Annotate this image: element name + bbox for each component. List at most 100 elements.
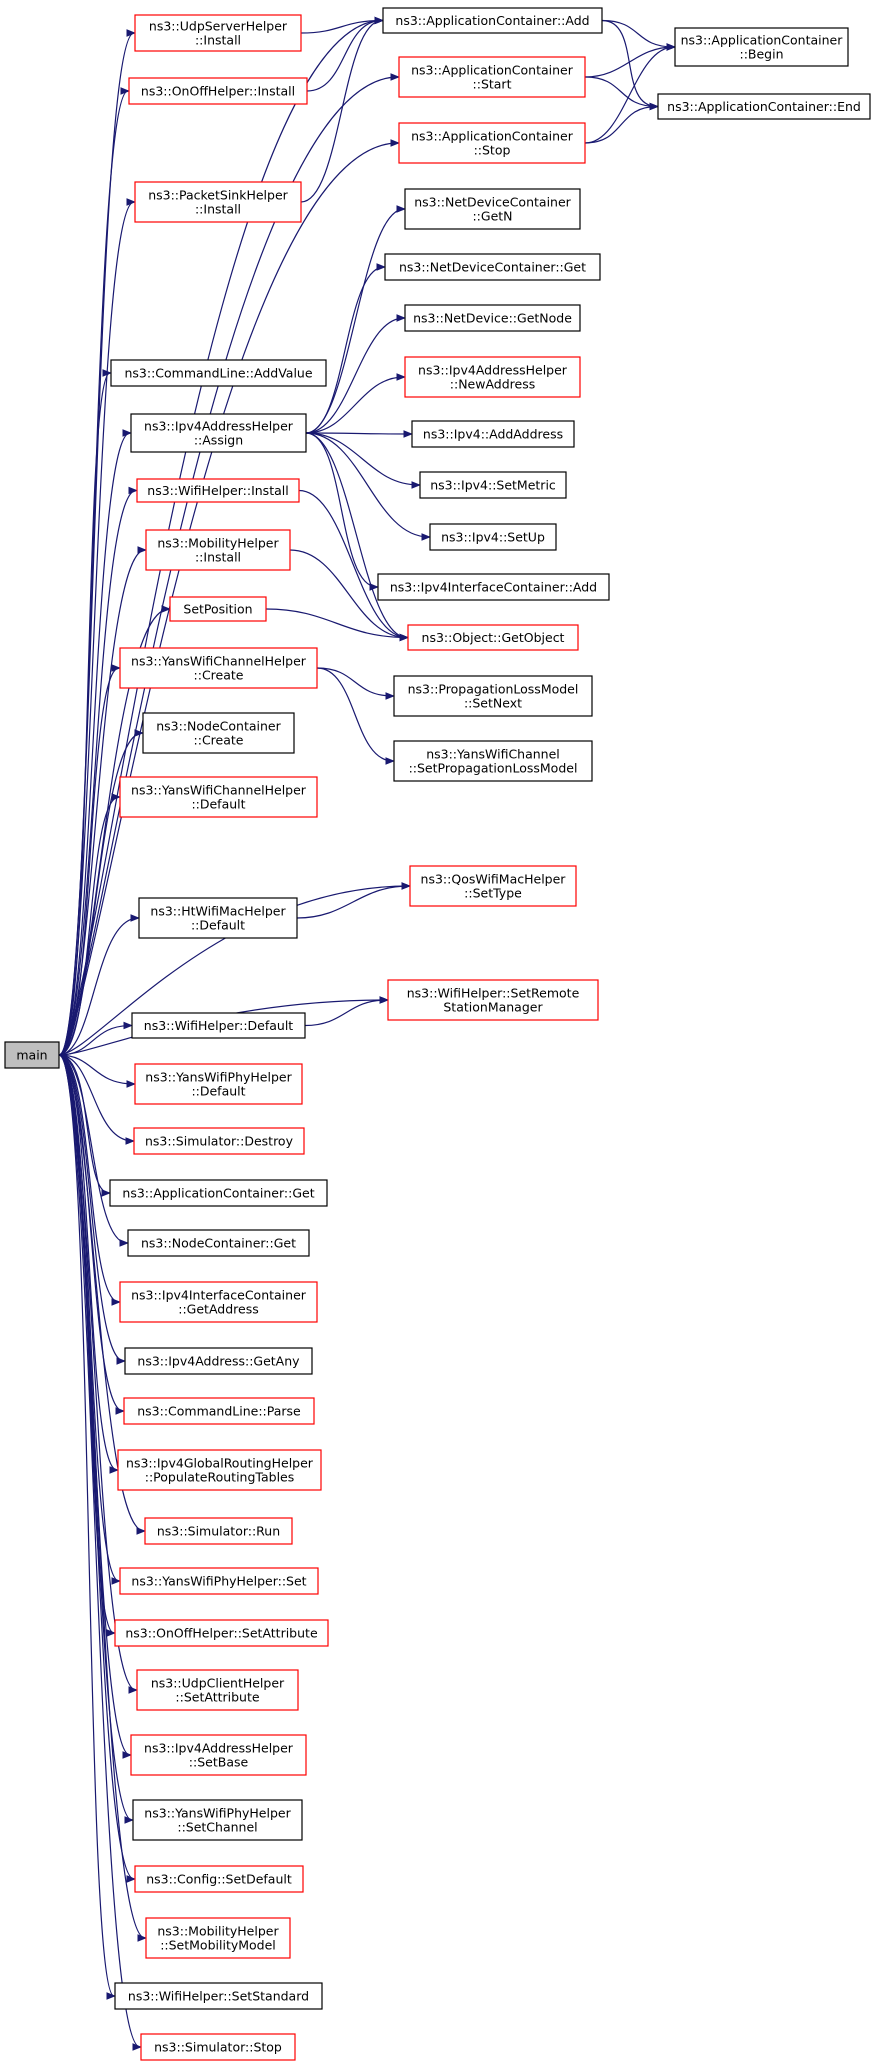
node-label-ipv4grh_populate-line-1: ::PopulateRoutingTables xyxy=(145,1470,295,1485)
node-packetsink_install[interactable]: ns3::PacketSinkHelper::Install xyxy=(134,181,302,223)
node-box-mobility_setmodel xyxy=(145,1917,291,1959)
node-config_setdefault[interactable]: ns3::Config::SetDefault xyxy=(134,1865,304,1893)
node-wifihelper_setstandard[interactable]: ns3::WifiHelper::SetStandard xyxy=(114,1982,323,2010)
node-netdevcont_getn[interactable]: ns3::NetDeviceContainer::GetN xyxy=(404,188,581,230)
node-qosmac_settype[interactable]: ns3::QosWifiMacHelper::SetType xyxy=(409,865,577,907)
node-label-ipv4ic_getaddress-line-1: ::GetAddress xyxy=(178,1302,258,1317)
node-label-mobility_install-line-0: ns3::MobilityHelper xyxy=(157,536,279,551)
node-box-wifihelper_install xyxy=(136,478,300,503)
call-edge-main-to-mobility_install xyxy=(58,550,145,1056)
node-label-sim_stop-line-0: ns3::Simulator::Stop xyxy=(154,2040,282,2055)
node-netdev_getnode[interactable]: ns3::NetDevice::GetNode xyxy=(404,304,581,332)
node-yansphy_setchannel[interactable]: ns3::YansWifiPhyHelper::SetChannel xyxy=(132,1799,303,1841)
node-ipv4addr_newaddress[interactable]: ns3::Ipv4AddressHelper::NewAddress xyxy=(404,356,581,398)
node-udpserver_install[interactable]: ns3::UdpServerHelper::Install xyxy=(134,14,302,52)
node-sim_destroy[interactable]: ns3::Simulator::Destroy xyxy=(133,1127,305,1155)
node-box-htmac_default xyxy=(138,897,298,939)
node-wifihelper_install[interactable]: ns3::WifiHelper::Install xyxy=(136,478,300,503)
node-mobility_setmodel[interactable]: ns3::MobilityHelper::SetMobilityModel xyxy=(145,1917,291,1959)
node-box-config_setdefault xyxy=(134,1865,304,1893)
node-yanschan_create[interactable]: ns3::YansWifiChannelHelper::Create xyxy=(119,647,318,689)
node-appcont_start[interactable]: ns3::ApplicationContainer::Start xyxy=(398,56,586,98)
node-netdevcont_get[interactable]: ns3::NetDeviceContainer::Get xyxy=(384,253,601,281)
call-edge-appcont_stop-to-appcont_begin xyxy=(584,47,674,144)
node-ipv4_addaddress[interactable]: ns3::Ipv4::AddAddress xyxy=(411,420,575,448)
node-label-setposition-line-0: SetPosition xyxy=(183,602,252,617)
call-edge-main-to-ipv4ic_getaddress xyxy=(58,1054,119,1302)
node-label-yanschan_default-line-0: ns3::YansWifiChannelHelper xyxy=(131,783,307,798)
node-label-yanschan_create-line-0: ns3::YansWifiChannelHelper xyxy=(131,654,307,669)
node-box-yanschan_default xyxy=(119,776,318,818)
node-yanschannel_setploss[interactable]: ns3::YansWifiChannel::SetPropagationLoss… xyxy=(393,740,593,782)
call-edge-onoff_install-to-appcont_add xyxy=(306,21,382,92)
node-htmac_default[interactable]: ns3::HtWifiMacHelper::Default xyxy=(138,897,298,939)
node-mobility_install[interactable]: ns3::MobilityHelper::Install xyxy=(145,529,291,571)
node-ipv4grh_populate[interactable]: ns3::Ipv4GlobalRoutingHelper::PopulateRo… xyxy=(117,1449,322,1491)
node-label-sim_destroy-line-0: ns3::Simulator::Destroy xyxy=(145,1134,294,1149)
node-nodecont_get[interactable]: ns3::NodeContainer::Get xyxy=(127,1229,310,1257)
node-box-ipv4addr_newaddress xyxy=(404,356,581,398)
node-cmdline_parse[interactable]: ns3::CommandLine::Parse xyxy=(123,1397,315,1425)
node-box-wifihelper_setstandard xyxy=(114,1982,323,2010)
call-edge-main-to-ipv4addr_assign xyxy=(58,433,130,1056)
node-onoff_install[interactable]: ns3::OnOffHelper::Install xyxy=(128,77,308,105)
call-edge-mobility_install-to-object_getobject xyxy=(289,549,407,638)
call-edge-main-to-udpclient_setattr xyxy=(58,1054,136,1690)
node-label-mobility_setmodel-line-1: ::SetMobilityModel xyxy=(160,1938,276,1953)
node-box-nodecont_create xyxy=(142,712,295,754)
call-edge-ipv4addr_assign-to-netdevcont_getn xyxy=(305,209,404,434)
call-edge-main-to-wifihelper_default xyxy=(58,1026,131,1056)
node-box-wifihelper_setremote xyxy=(387,979,599,1021)
node-label-yanschannel_setploss-line-1: ::SetPropagationLossModel xyxy=(409,761,578,776)
node-appcont_begin[interactable]: ns3::ApplicationContainer::Begin xyxy=(674,27,849,67)
node-box-cmdline_addvalue xyxy=(110,359,327,387)
node-box-appcont_end xyxy=(657,93,871,120)
call-edge-yanschan_create-to-proploss_setnext xyxy=(316,667,393,696)
node-label-mobility_install-line-1: ::Install xyxy=(195,550,241,565)
node-box-netdevcont_getn xyxy=(404,188,581,230)
node-box-yansphy_default xyxy=(134,1063,303,1105)
node-yanschan_default[interactable]: ns3::YansWifiChannelHelper::Default xyxy=(119,776,318,818)
node-sim_run[interactable]: ns3::Simulator::Run xyxy=(144,1517,293,1545)
node-cmdline_addvalue[interactable]: ns3::CommandLine::AddValue xyxy=(110,359,327,387)
call-edge-ipv4addr_assign-to-ipv4ic_add xyxy=(305,432,377,587)
node-appcont_get[interactable]: ns3::ApplicationContainer::Get xyxy=(109,1179,328,1207)
node-ipv4addr_setbase[interactable]: ns3::Ipv4AddressHelper::SetBase xyxy=(130,1734,307,1776)
node-ipv4ic_getaddress[interactable]: ns3::Ipv4InterfaceContainer::GetAddress xyxy=(119,1281,318,1323)
node-label-sim_run-line-0: ns3::Simulator::Run xyxy=(157,1524,280,1539)
node-onoff_setattr[interactable]: ns3::OnOffHelper::SetAttribute xyxy=(114,1619,329,1647)
node-yansphy_default[interactable]: ns3::YansWifiPhyHelper::Default xyxy=(134,1063,303,1105)
node-ipv4ic_add[interactable]: ns3::Ipv4InterfaceContainer::Add xyxy=(377,573,610,601)
node-label-ipv4_setup-line-0: ns3::Ipv4::SetUp xyxy=(441,530,545,545)
node-yansphy_set[interactable]: ns3::YansWifiPhyHelper::Set xyxy=(119,1567,319,1595)
node-label-yansphy_setchannel-line-0: ns3::YansWifiPhyHelper xyxy=(144,1806,291,1821)
node-box-cmdline_parse xyxy=(123,1397,315,1425)
node-appcont_add[interactable]: ns3::ApplicationContainer::Add xyxy=(382,7,603,34)
node-object_getobject[interactable]: ns3::Object::GetObject xyxy=(407,624,579,651)
node-main[interactable]: main xyxy=(4,1041,60,1069)
node-ipv4addr_assign[interactable]: ns3::Ipv4AddressHelper::Assign xyxy=(130,413,307,453)
node-ipv4addr_getany[interactable]: ns3::Ipv4Address::GetAny xyxy=(124,1347,313,1375)
node-appcont_end[interactable]: ns3::ApplicationContainer::End xyxy=(657,93,871,120)
node-appcont_stop[interactable]: ns3::ApplicationContainer::Stop xyxy=(398,122,586,164)
node-box-sim_run xyxy=(144,1517,293,1545)
node-box-onoff_install xyxy=(128,77,308,105)
node-sim_stop[interactable]: ns3::Simulator::Stop xyxy=(140,2033,296,2061)
node-label-cmdline_addvalue-line-0: ns3::CommandLine::AddValue xyxy=(124,366,312,381)
node-box-ipv4addr_setbase xyxy=(130,1734,307,1776)
node-setposition[interactable]: SetPosition xyxy=(169,596,267,622)
call-edge-ipv4addr_assign-to-ipv4_setmetric xyxy=(305,432,419,485)
node-label-netdev_getnode-line-0: ns3::NetDevice::GetNode xyxy=(413,311,572,326)
node-label-udpserver_install-line-0: ns3::UdpServerHelper xyxy=(149,19,288,34)
node-wifihelper_default[interactable]: ns3::WifiHelper::Default xyxy=(131,1012,306,1039)
node-proploss_setnext[interactable]: ns3::PropagationLossModel::SetNext xyxy=(393,675,593,717)
node-udpclient_setattr[interactable]: ns3::UdpClientHelper::SetAttribute xyxy=(136,1669,299,1711)
node-box-mobility_install xyxy=(145,529,291,571)
node-ipv4_setmetric[interactable]: ns3::Ipv4::SetMetric xyxy=(419,471,567,499)
node-label-yansphy_setchannel-line-1: ::SetChannel xyxy=(177,1820,257,1835)
call-edge-setposition-to-object_getobject xyxy=(265,608,407,638)
call-edge-ipv4addr_assign-to-ipv4_addaddress xyxy=(305,433,411,434)
node-nodecont_create[interactable]: ns3::NodeContainer::Create xyxy=(142,712,295,754)
node-ipv4_setup[interactable]: ns3::Ipv4::SetUp xyxy=(429,523,557,551)
